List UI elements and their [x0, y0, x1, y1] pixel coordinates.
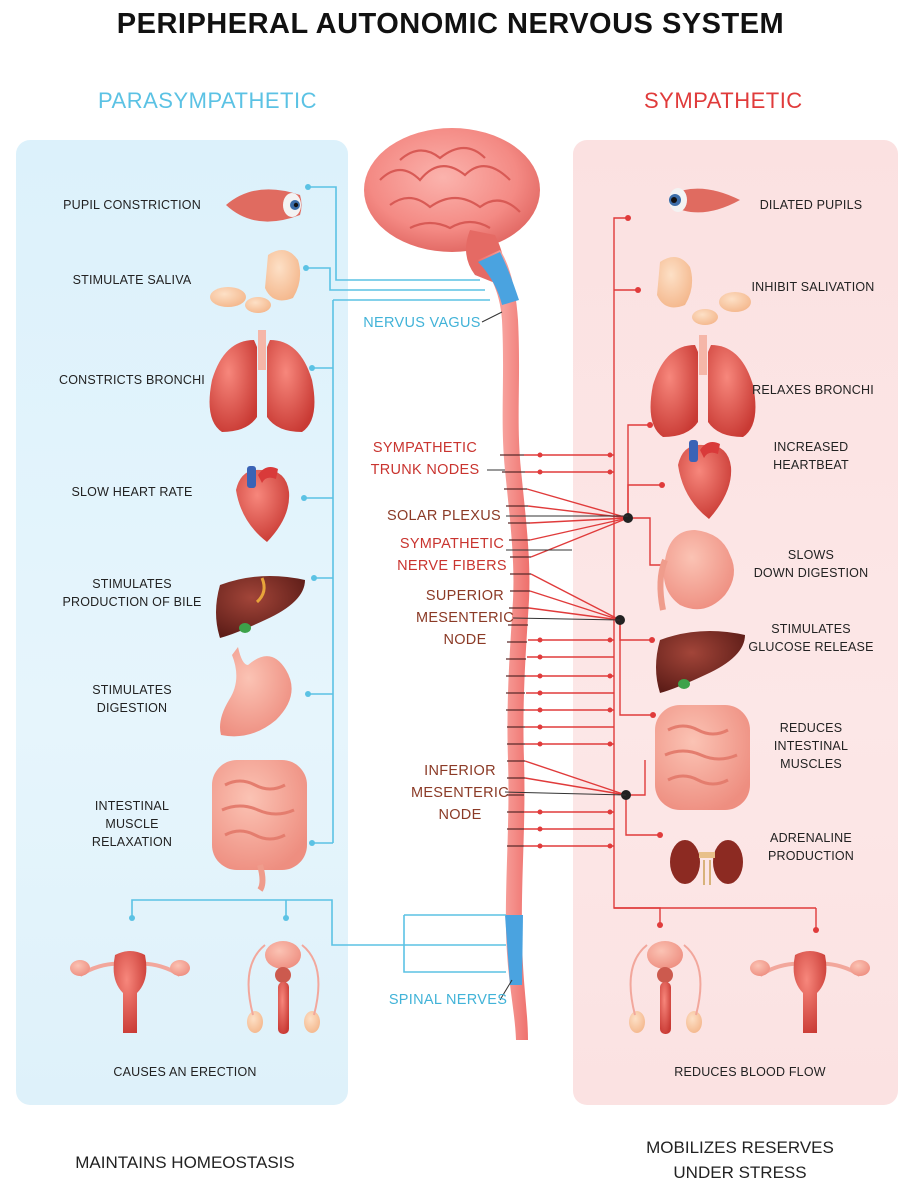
label-slow-heart-rate: SLOW HEART RATE [52, 483, 212, 501]
label-stimulate-saliva: STIMULATE SALIVA [52, 271, 212, 289]
label-reduces-intestinal-muscles: REDUCES INTESTINAL MUSCLES [736, 719, 886, 773]
label-stimulates-glucose-release: STIMULATES GLUCOSE RELEASE [736, 620, 886, 656]
brain [364, 128, 540, 285]
footer-mobilizes-reserves: MOBILIZES RESERVES UNDER STRESS [600, 1135, 880, 1185]
label-spinal-nerves: SPINAL NERVES [378, 989, 518, 1011]
label-solar-plexus: SOLAR PLEXUS [384, 505, 504, 527]
label-intestinal-muscle-relaxation: INTESTINAL MUSCLE RELAXATION [52, 797, 212, 851]
lungs-left [210, 330, 315, 432]
kidneys-right [670, 840, 743, 885]
label-pupil-constriction: PUPIL CONSTRICTION [52, 196, 212, 214]
stomach-right [660, 530, 734, 610]
liver-right [656, 631, 745, 693]
label-causes-an-erection: CAUSES AN ERECTION [95, 1063, 275, 1081]
salivary-glands-left [210, 250, 300, 313]
footer-maintains-homeostasis: MAINTAINS HOMEOSTASIS [40, 1150, 330, 1175]
label-slows-down-digestion: SLOWS DOWN DIGESTION [736, 546, 886, 582]
heart-right [678, 440, 731, 519]
label-stimulates-digestion: STIMULATES DIGESTION [52, 681, 212, 717]
label-inferior-mesenteric-node: INFERIOR MESENTERIC NODE [400, 760, 520, 826]
intestines-left [212, 760, 307, 890]
label-constricts-bronchi: CONSTRICTS BRONCHI [52, 371, 212, 389]
label-inhibit-salivation: INHIBIT SALIVATION [738, 278, 888, 296]
label-dilated-pupils: DILATED PUPILS [736, 196, 886, 214]
label-stimulates-production-of-bile: STIMULATES PRODUCTION OF BILE [52, 575, 212, 611]
male-reproductive-left [247, 941, 320, 1034]
female-reproductive-left [70, 951, 190, 1033]
label-relaxes-bronchi: RELAXES BRONCHI [738, 381, 888, 399]
ganglion-nodes [615, 513, 633, 800]
label-sympathetic-nerve-fibers: SYMPATHETIC NERVE FIBERS [382, 533, 522, 577]
label-adrenaline-production: ADRENALINE PRODUCTION [736, 829, 886, 865]
salivary-glands-right [657, 257, 751, 325]
label-increased-heartbeat: INCREASED HEARTBEAT [736, 438, 886, 474]
liver-left [216, 576, 305, 638]
heart-left [236, 466, 289, 542]
label-superior-mesenteric-node: SUPERIOR MESENTERIC NODE [405, 585, 525, 651]
eye-right [669, 188, 740, 212]
male-reproductive-right [629, 941, 702, 1034]
label-reduces-blood-flow: REDUCES BLOOD FLOW [660, 1063, 840, 1081]
female-reproductive-right [750, 951, 870, 1033]
eye-left [226, 189, 302, 221]
stomach-left [220, 647, 292, 736]
label-nervus-vagus: NERVUS VAGUS [352, 312, 492, 334]
label-sympathetic-trunk-nodes: SYMPATHETIC TRUNK NODES [360, 437, 490, 481]
